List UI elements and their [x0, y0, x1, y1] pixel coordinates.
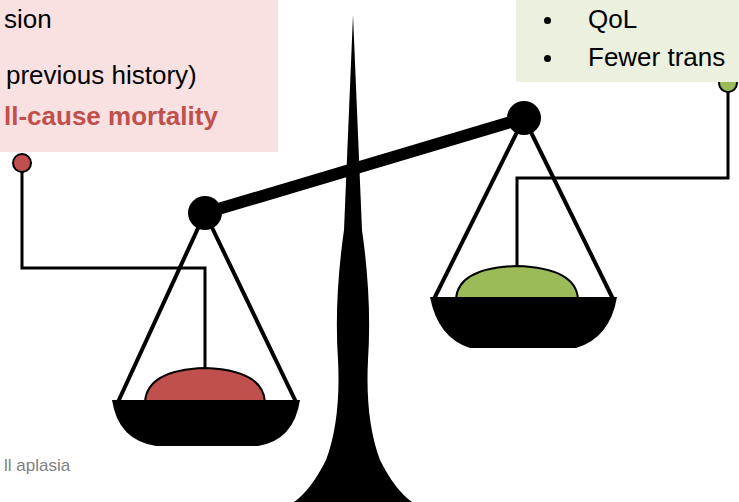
benefit-box: QoL Fewer trans: [516, 0, 739, 82]
bullet-dot: [544, 17, 551, 24]
scale-pan: [430, 297, 617, 348]
scale-pivot: [507, 101, 541, 135]
box-text: sion: [4, 4, 52, 34]
scale-pivot: [188, 196, 222, 230]
box-text: Fewer trans: [588, 42, 725, 72]
scale-pan: [112, 400, 300, 446]
red-weight: [145, 368, 265, 402]
highlight-text: ll-cause mortality: [4, 101, 218, 131]
green-weight: [456, 266, 578, 299]
leader-line: [517, 92, 728, 272]
bullet-dot: [544, 55, 551, 62]
box-text: QoL: [588, 4, 637, 34]
leader-dot: [13, 154, 31, 172]
box-text: previous history): [6, 60, 197, 90]
scale-pillar: [294, 15, 412, 502]
risk-box: sion previous history) ll-cause mortality: [0, 0, 278, 152]
footer-text: ll aplasia: [4, 456, 70, 476]
